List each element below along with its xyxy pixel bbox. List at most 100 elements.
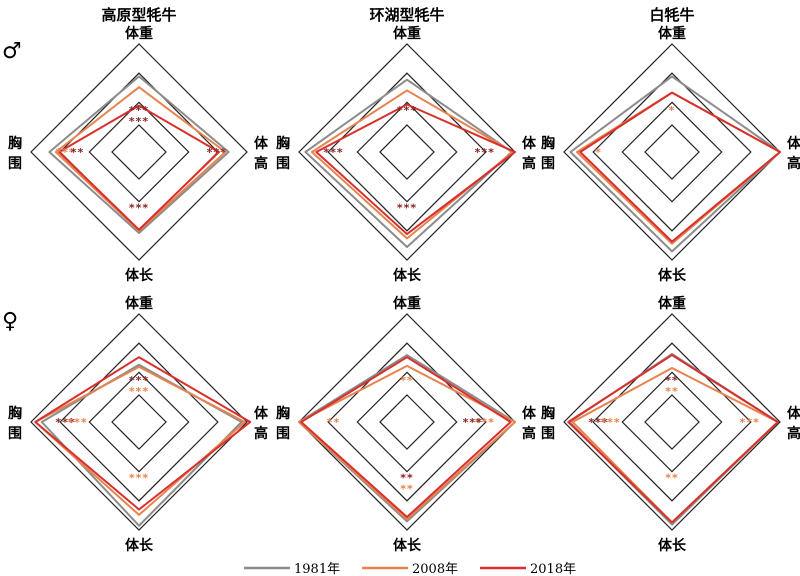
significance-marker: *** bbox=[129, 115, 149, 128]
series-2008 bbox=[575, 91, 781, 245]
series-1981 bbox=[298, 354, 516, 523]
axis-label-top: 体重 bbox=[658, 25, 686, 42]
axis-label-bottom: 体长 bbox=[125, 537, 154, 554]
significance-marker: *** bbox=[129, 201, 149, 214]
axis-label-bottom: 体长 bbox=[658, 537, 687, 554]
axis-label-left: 胸围 bbox=[8, 405, 22, 442]
axis-label-right: 体高 bbox=[522, 135, 537, 172]
significance-marker: ** bbox=[665, 471, 679, 484]
grid-ring-1 bbox=[563, 43, 781, 261]
axis-label-bottom: 体长 bbox=[393, 537, 422, 554]
significance-marker: ** bbox=[400, 482, 414, 495]
grid-ring-4 bbox=[644, 124, 700, 180]
grid-ring-4 bbox=[111, 394, 167, 450]
axis-label-top: 体重 bbox=[658, 295, 686, 312]
significance-marker: *** bbox=[475, 416, 495, 429]
axis-label-right: 体高 bbox=[254, 405, 269, 442]
axis-label-bottom: 体长 bbox=[125, 267, 154, 284]
significance-marker: *** bbox=[129, 374, 149, 387]
significance-marker: ** bbox=[400, 471, 414, 484]
significance-marker: *** bbox=[397, 104, 417, 117]
axis-label-top: 体重 bbox=[393, 25, 421, 42]
axis-label-right: 体高 bbox=[787, 135, 800, 172]
significance-marker: *** bbox=[323, 146, 343, 159]
significance-marker: *** bbox=[55, 416, 75, 429]
significance-marker: *** bbox=[475, 146, 495, 159]
axis-label-left: 胸围 bbox=[8, 135, 22, 172]
axis-label-right: 体高 bbox=[522, 405, 537, 442]
column-title-lakeside-yak: 环湖型牦牛 bbox=[369, 6, 444, 24]
axis-label-right: 体高 bbox=[254, 135, 269, 172]
grid-ring-3 bbox=[356, 101, 458, 203]
series-2018 bbox=[58, 104, 220, 231]
grid-ring-1 bbox=[30, 43, 248, 261]
significance-marker: ** bbox=[400, 374, 414, 387]
grid-ring-4 bbox=[644, 394, 700, 450]
significance-marker: ** bbox=[71, 146, 85, 159]
significance-marker: *** bbox=[600, 416, 620, 429]
significance-marker: *** bbox=[207, 146, 227, 159]
legend-label-2008: 2008年 bbox=[412, 562, 458, 576]
significance-marker: *** bbox=[55, 146, 75, 159]
significance-marker: *** bbox=[397, 201, 417, 214]
significance-marker: *** bbox=[129, 385, 149, 398]
series-2008 bbox=[34, 365, 246, 516]
grid-ring-2 bbox=[592, 72, 752, 232]
significance-marker: *** bbox=[463, 416, 483, 429]
significance-marker: * bbox=[669, 104, 676, 117]
axis-label-left: 胸围 bbox=[276, 405, 290, 442]
legend-label-2018: 2018年 bbox=[530, 562, 576, 576]
series-1981 bbox=[304, 78, 513, 249]
male-symbol: ♂ bbox=[2, 39, 22, 64]
series-2018 bbox=[579, 91, 781, 243]
series-2008 bbox=[310, 89, 514, 240]
column-title-white-yak: 白牦牛 bbox=[649, 6, 694, 24]
grid-ring-2 bbox=[327, 72, 487, 232]
significance-marker: ** bbox=[665, 385, 679, 398]
grid-ring-3 bbox=[621, 371, 723, 473]
grid-ring-4 bbox=[379, 394, 435, 450]
significance-marker: *** bbox=[588, 416, 608, 429]
grid-ring-4 bbox=[379, 124, 435, 180]
grid-ring-1 bbox=[563, 313, 781, 531]
axis-label-left: 胸围 bbox=[541, 405, 555, 442]
series-2018 bbox=[567, 354, 779, 524]
significance-marker: *** bbox=[67, 416, 87, 429]
significance-marker: *** bbox=[740, 416, 760, 429]
axis-label-right: 体高 bbox=[787, 405, 800, 442]
significance-marker: ** bbox=[327, 416, 341, 429]
grid-ring-1 bbox=[298, 313, 516, 531]
series-1981 bbox=[569, 75, 781, 253]
series-2018 bbox=[300, 356, 512, 519]
grid-ring-1 bbox=[298, 43, 516, 261]
legend-label-1981: 1981年 bbox=[294, 562, 340, 576]
grid-ring-3 bbox=[88, 101, 190, 203]
axis-label-left: 胸围 bbox=[276, 135, 290, 172]
grid-ring-3 bbox=[356, 371, 458, 473]
series-2008 bbox=[54, 86, 227, 232]
axis-label-bottom: 体长 bbox=[658, 267, 687, 284]
series-1981 bbox=[48, 75, 230, 234]
column-title-plateau-yak: 高原型牦牛 bbox=[101, 6, 176, 24]
grid-ring-3 bbox=[621, 101, 723, 203]
series-2018 bbox=[34, 356, 252, 511]
significance-marker: *** bbox=[129, 104, 149, 117]
female-symbol: ♀ bbox=[2, 309, 18, 334]
grid-ring-2 bbox=[327, 342, 487, 502]
grid-ring-3 bbox=[88, 371, 190, 473]
grid-ring-4 bbox=[111, 124, 167, 180]
significance-marker: * bbox=[595, 146, 602, 159]
grid-ring-1 bbox=[30, 313, 248, 531]
significance-marker: ** bbox=[665, 374, 679, 387]
axis-label-top: 体重 bbox=[393, 295, 421, 312]
series-2018 bbox=[315, 103, 516, 236]
legend: 1981年 2008年 2018年 bbox=[244, 562, 576, 576]
axis-label-top: 体重 bbox=[125, 25, 153, 42]
significance-marker: *** bbox=[129, 471, 149, 484]
